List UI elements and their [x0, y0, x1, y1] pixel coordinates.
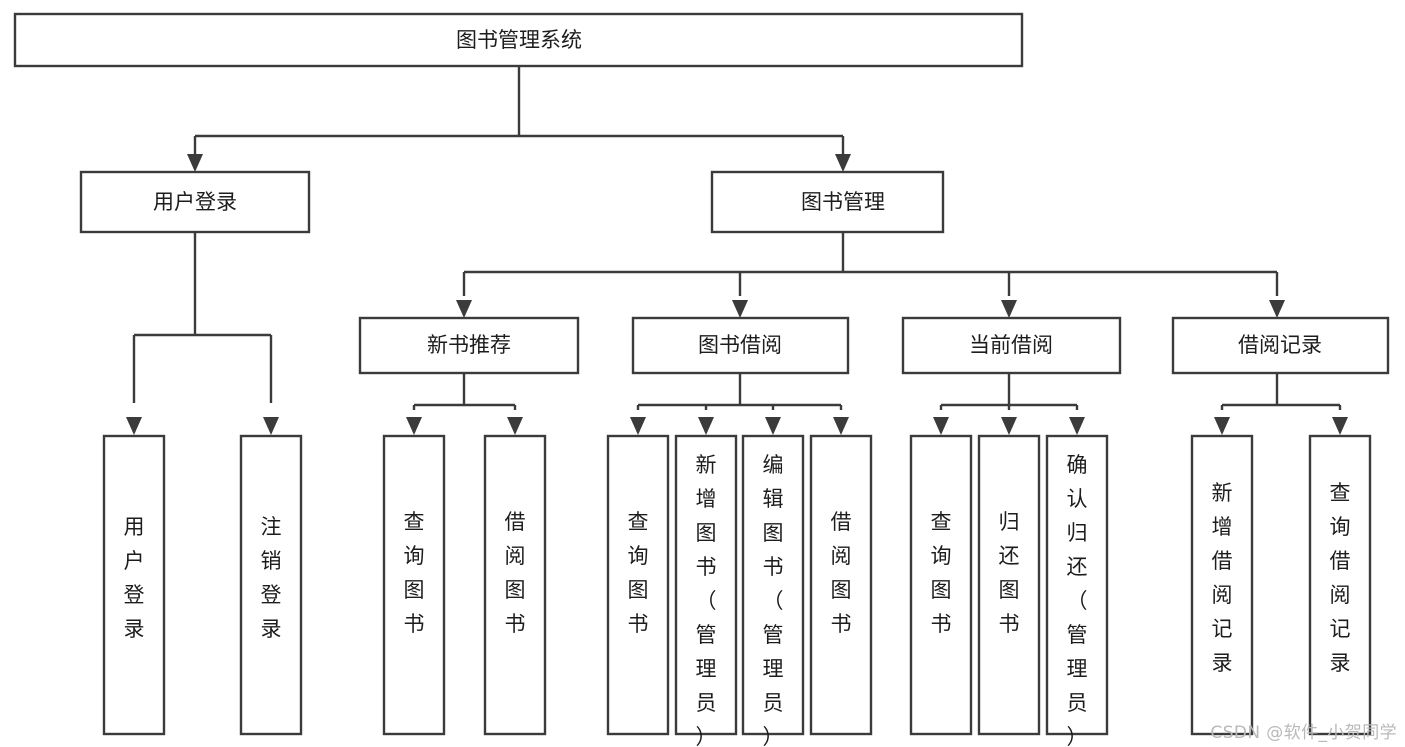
node-leaf-newbook-borrow-label: 借阅图书	[505, 510, 526, 636]
node-root-label: 图书管理系统	[456, 28, 582, 52]
arrow-current-leaf-2	[1001, 417, 1017, 435]
node-leaf-borrow-edit[interactable]: 编辑图书（管理员）	[741, 434, 805, 747]
csdn-watermark: CSDN @软件_小贺同学	[1210, 723, 1397, 743]
node-borrow-label: 图书借阅	[698, 333, 782, 357]
node-leaf-newbook-query-box	[382, 434, 446, 736]
connector-layer	[126, 66, 1348, 435]
node-records[interactable]: 借阅记录	[1171, 316, 1390, 375]
node-login[interactable]: 用户登录	[79, 170, 311, 234]
node-leaf-borrow-add[interactable]: 新增图书（管理员）	[674, 434, 738, 747]
arrow-login-leaf-1	[126, 417, 142, 435]
node-bookmgmt[interactable]: 图书管理	[710, 170, 945, 234]
node-leaf-current-confirm[interactable]: 确认归还（管理员）	[1045, 434, 1109, 747]
arrow-bookmgmt-current	[1001, 300, 1017, 318]
node-leaf-current-query[interactable]: 查询图书	[909, 434, 973, 736]
node-leaf-user-logout[interactable]: 注销登录	[239, 434, 303, 736]
node-leaf-newbook-borrow-box	[483, 434, 547, 736]
arrow-root-to-bookmgmt	[835, 154, 851, 172]
node-leaf-borrow-lend-box	[809, 434, 873, 736]
node-current[interactable]: 当前借阅	[901, 316, 1122, 375]
arrow-borrow-leaf-2	[698, 417, 714, 435]
node-current-box	[901, 316, 1122, 375]
node-leaf-newbook-query[interactable]: 查询图书	[382, 434, 446, 736]
node-bookmgmt-box	[710, 170, 945, 234]
arrow-bookmgmt-records	[1269, 300, 1285, 318]
node-leaf-current-return-label: 归还图书	[999, 510, 1020, 636]
node-leaf-current-confirm-label: 确认归还（管理员）	[1067, 453, 1088, 747]
arrow-bookmgmt-newbook	[456, 300, 472, 318]
arrow-records-leaf-2	[1332, 417, 1348, 435]
node-leaf-current-return-box	[977, 434, 1041, 736]
node-leaf-borrow-lend-label: 借阅图书	[831, 510, 852, 636]
node-leaf-current-return[interactable]: 归还图书	[977, 434, 1041, 736]
node-newbook-box	[358, 316, 580, 375]
node-records-label: 借阅记录	[1238, 333, 1322, 357]
node-newbook-label: 新书推荐	[427, 333, 511, 357]
arrow-newbook-leaf-1	[406, 417, 422, 435]
node-leaf-records-query[interactable]: 查询借阅记录	[1308, 434, 1372, 736]
arrow-records-leaf-1	[1214, 417, 1230, 435]
node-leaf-borrow-query-label: 查询图书	[628, 510, 649, 636]
node-leaf-newbook-query-label: 查询图书	[404, 510, 425, 636]
node-root-box	[13, 12, 1024, 68]
node-leaf-borrow-edit-label: 编辑图书（管理员）	[763, 453, 784, 747]
arrow-borrow-leaf-4	[833, 417, 849, 435]
node-leaf-user-logout-label: 注销登录	[261, 515, 282, 641]
node-root[interactable]: 图书管理系统	[13, 12, 1024, 68]
arrow-login-leaf-2	[263, 417, 279, 435]
node-leaf-current-confirm-box	[1045, 434, 1109, 736]
node-leaf-records-add-label: 新增借阅记录	[1212, 481, 1233, 675]
node-leaf-records-query-box	[1308, 434, 1372, 736]
node-current-label: 当前借阅	[969, 333, 1053, 357]
node-leaf-records-add[interactable]: 新增借阅记录	[1190, 434, 1254, 736]
arrow-borrow-leaf-1	[630, 417, 646, 435]
arrow-newbook-leaf-2	[507, 417, 523, 435]
node-borrow[interactable]: 图书借阅	[631, 316, 850, 375]
node-leaf-user-login-label: 用户登录	[124, 515, 145, 641]
node-newbook[interactable]: 新书推荐	[358, 316, 580, 375]
node-leaf-current-query-label: 查询图书	[931, 510, 952, 636]
node-leaf-borrow-query-box	[606, 434, 670, 736]
node-bookmgmt-label: 图书管理	[801, 190, 885, 214]
node-leaf-borrow-lend[interactable]: 借阅图书	[809, 434, 873, 736]
arrow-borrow-leaf-3	[765, 417, 781, 435]
arrow-root-to-login	[187, 154, 203, 172]
node-leaf-user-logout-box	[239, 434, 303, 736]
node-leaf-user-login[interactable]: 用户登录	[102, 434, 166, 736]
node-borrow-box	[631, 316, 850, 375]
node-leaf-newbook-borrow[interactable]: 借阅图书	[483, 434, 547, 736]
leaf-layer: 用户登录 注销登录 查询图书 借阅图书 查询图书 新增图书（管理员）	[102, 434, 1372, 747]
node-leaf-borrow-add-box	[674, 434, 738, 736]
arrow-current-leaf-3	[1069, 417, 1085, 435]
node-leaf-records-query-label: 查询借阅记录	[1330, 481, 1351, 675]
node-leaf-borrow-query[interactable]: 查询图书	[606, 434, 670, 736]
arrow-current-leaf-1	[933, 417, 949, 435]
node-leaf-borrow-add-label: 新增图书（管理员）	[696, 453, 717, 747]
node-leaf-records-add-box	[1190, 434, 1254, 736]
node-leaf-borrow-edit-box	[741, 434, 805, 736]
node-leaf-current-query-box	[909, 434, 973, 736]
node-records-box	[1171, 316, 1390, 375]
node-login-box	[79, 170, 311, 234]
arrow-bookmgmt-borrow	[732, 300, 748, 318]
node-leaf-user-login-box	[102, 434, 166, 736]
node-login-label: 用户登录	[153, 190, 237, 214]
